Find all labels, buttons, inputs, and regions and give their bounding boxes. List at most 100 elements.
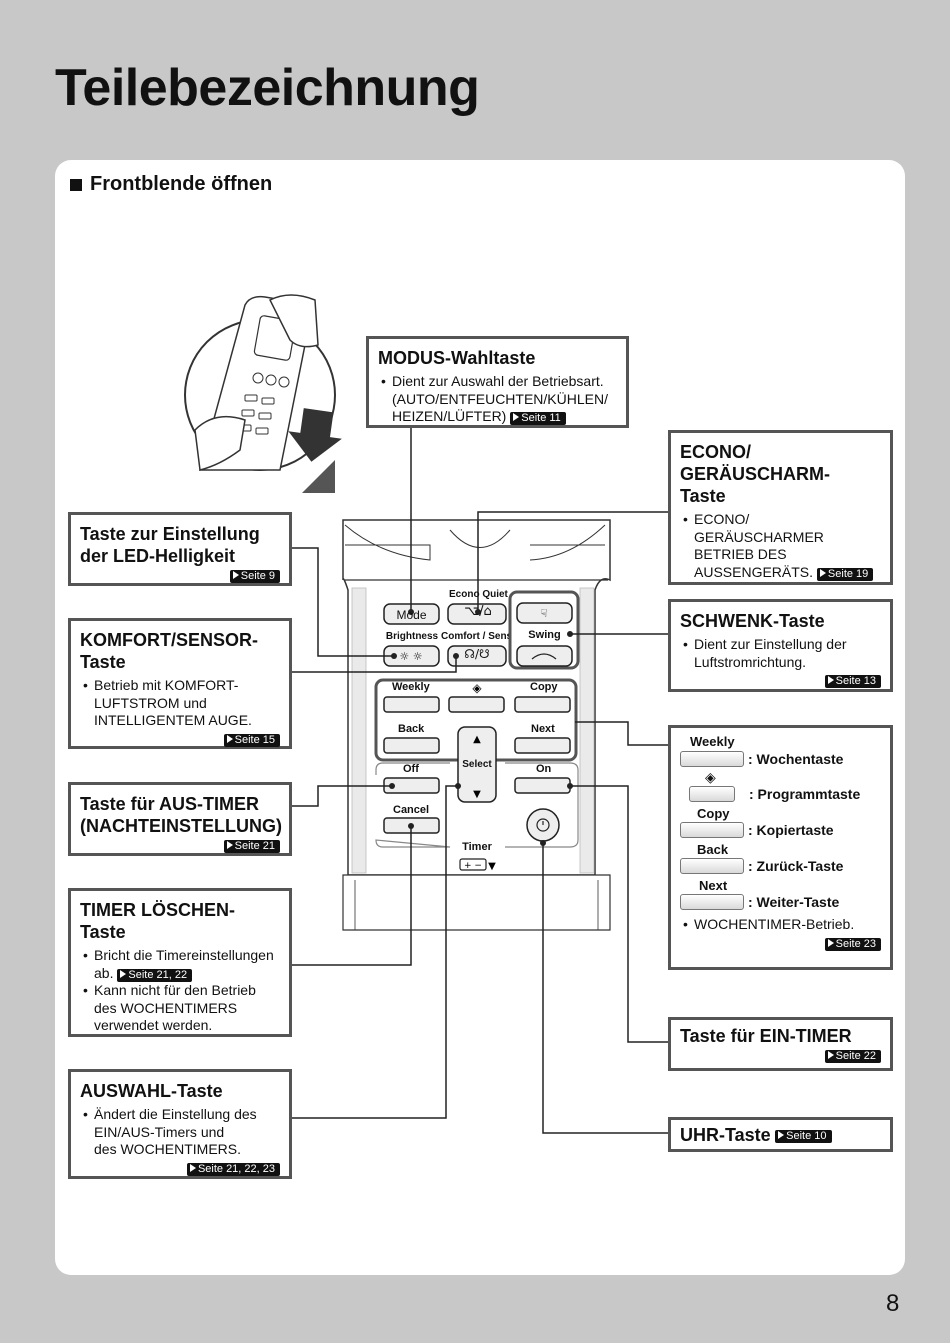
modus-line-3: HEIZEN/LÜFTER) [392,408,507,424]
section-heading-text: Frontblende öffnen [90,173,273,195]
callout-econo-bullet: ECONO/ GERÄUSCHARMER BETRIEB DES AUSSENG… [680,511,881,581]
arrow-right-icon [232,571,239,579]
modus-line-1: Dient zur Auswahl der Betriebsart. [392,373,604,389]
weekly-label: Weekly [690,734,735,749]
label-off: Off [403,763,419,775]
copy-button-icon [680,822,744,838]
svg-text:▲: ▲ [473,734,481,745]
weekly-desc: : Wochentaste [748,751,844,767]
callout-modus-heading: MODUS-Wahltaste [378,348,536,368]
square-bullet-icon [70,178,82,191]
next-row: : Weiter-Taste [680,894,881,910]
econo-icon: ⌥/⌂ [464,604,492,619]
callout-auswahl-heading: AUSWAHL-Taste [80,1081,223,1101]
callout-timer-loeschen-bullet-1: Bricht die Timereinstellungen ab. Seite … [80,947,280,982]
callout-timer-loeschen: TIMER LÖSCHEN-Taste Bricht die Timereins… [68,888,292,1037]
program-row: : Programmtaste [680,786,881,802]
callout-schwenk: SCHWENK-Taste Dient zur Einstellung der … [668,599,893,692]
svg-text:◈: ◈ [472,681,482,695]
copy-row: : Kopiertaste [680,822,881,838]
arrow-right-icon [778,1131,785,1139]
callout-schwenk-bullet: Dient zur Einstellung der Luftstromricht… [680,636,881,671]
label-next: Next [531,723,555,735]
callout-komfort-heading: KOMFORT/SENSOR-Taste [80,630,258,672]
leader-dots [389,609,573,846]
callout-auswahl: AUSWAHL-Taste Ändert die Einstellung des… [68,1069,292,1179]
arrow-right-icon [120,969,127,978]
svg-text:☟: ☟ [541,607,548,620]
arrow-right-icon [827,1051,834,1059]
back-label: Back [697,842,729,857]
callout-aus-timer-heading: Taste für AUS-TIMER(NACHTEINSTELLUNG) [80,794,282,836]
page-ref-link[interactable]: Seite 19 [816,567,874,581]
label-brightness: Brightness [385,631,439,642]
page-ref-link[interactable]: Seite 22 [824,1050,881,1063]
callout-auswahl-bullet: Ändert die Einstellung des EIN/AUS-Timer… [80,1106,280,1159]
hand-illustration [184,294,342,493]
program-icon: ◈ [705,770,716,786]
program-desc: : Programmtaste [749,786,861,802]
arrow-right-icon [189,1163,196,1172]
callout-komfort: KOMFORT/SENSOR-Taste Betrieb mit KOMFORT… [68,618,292,749]
arrow-right-icon [226,734,233,743]
callout-weekly: Weekly : Wochentaste ◈ : Programmtaste C… [668,725,893,970]
arrow-right-icon [226,841,233,849]
callout-uhr: UHR-Taste Seite 10 [668,1117,893,1152]
svg-text:▼: ▼ [488,861,496,872]
page-number: 8 [886,1290,900,1317]
page-ref-link[interactable]: Seite 21, 22, 23 [186,1162,280,1176]
arrow-right-icon [513,413,520,421]
callout-timer-loeschen-heading: TIMER LÖSCHEN-Taste [80,900,235,942]
page-ref-link[interactable]: Seite 9 [229,570,280,583]
svg-text:▼: ▼ [473,789,481,800]
modus-line-2: (AUTO/ENTFEUCHTEN/KÜHLEN/ [392,390,608,407]
arrow-right-icon [827,938,834,947]
label-swing: Swing [528,629,561,641]
callout-modus: MODUS-Wahltaste Dient zur Auswahl der Be… [366,336,629,428]
copy-label: Copy [697,806,730,821]
callout-aus-timer: Taste für AUS-TIMER(NACHTEINSTELLUNG) Se… [68,782,292,856]
callout-uhr-heading: UHR-Taste [680,1125,771,1145]
callout-weekly-bullet: WOCHENTIMER-Betrieb. [680,916,881,934]
page-ref-link[interactable]: Seite 23 [824,937,881,951]
comfort-slash: / [474,647,480,661]
page-title: Teilebezeichnung [55,59,480,117]
label-cancel: Cancel [393,804,430,816]
svg-text:+ −: + − [464,861,482,871]
page-ref-text: Seite 11 [521,412,561,424]
callout-timer-loeschen-bullet-2: Kann nicht für den Betrieb des WOCHENTIM… [80,982,280,1035]
leader-lines [290,425,670,1134]
page-ref-link[interactable]: Seite 15 [223,733,280,747]
weekly-button-icon [680,751,744,767]
back-desc: : Zurück-Taste [748,858,844,874]
label-copy: Copy [530,681,558,693]
section-heading: Frontblende öffnen [70,173,272,196]
page-ref-link[interactable]: Seite 10 [775,1130,832,1143]
page-ref-link[interactable]: Seite 13 [824,675,881,688]
svg-text:☼ ☼: ☼ ☼ [399,650,422,663]
label-select: Select [462,759,492,770]
label-back: Back [398,723,425,735]
label-comfort-sensor: Comfort / Sensor [441,631,509,642]
program-button-icon [689,786,735,802]
econo-slash: / [479,604,484,619]
next-label: Next [699,878,728,893]
weekly-row: : Wochentaste [680,751,881,767]
back-button-icon [680,858,744,874]
page-ref-link[interactable]: Seite 11 [510,412,566,425]
arrow-right-icon [827,676,834,684]
back-row: : Zurück-Taste [680,858,881,874]
next-button-icon [680,894,744,910]
label-on: On [536,763,552,775]
page-ref-link[interactable]: Seite 21 [223,840,280,853]
page-ref-link[interactable]: Seite 21, 22 [117,968,193,982]
button-mode[interactable]: Mode [396,608,427,622]
callout-econo-heading: ECONO/GERÄUSCHARM-Taste [680,442,830,506]
label-timer: Timer [455,841,499,853]
comfort-sensor-icon: ☊/☋ [464,647,490,661]
remote-control: ☟ ☼ ☼ ◈ ▲ ▼ + − ▼ [342,519,611,931]
label-econo-quiet: Econo Quiet [449,589,508,600]
